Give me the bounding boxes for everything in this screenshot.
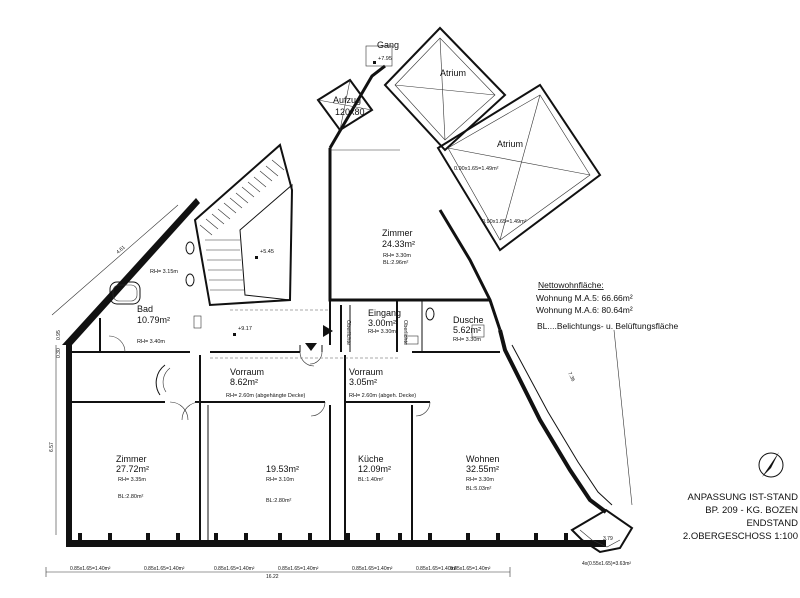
vorraum-2: Vorraum 3.05m² RH= 2.60m (abgeh. Decke) xyxy=(349,367,416,399)
room-1953-bl: BL:2.80m² xyxy=(266,498,292,504)
dim-corner: 3.79 xyxy=(603,536,613,542)
gang-label: Gang xyxy=(377,40,399,50)
title-line-3: ENDSTAND xyxy=(746,518,798,529)
eingang-name: Eingang xyxy=(368,308,401,318)
window-dim-5: 0.85x1.65=1.40m² xyxy=(352,566,393,572)
legend-line-2: Wohnung M.A.6: 80.64m² xyxy=(536,305,633,315)
zimmer-sw-rh: RH= 3.35m xyxy=(118,477,146,483)
zimmer-sw: Zimmer 27.72m² RH= 3.35m BL:2.80m² xyxy=(116,454,149,500)
title-line-2: BP. 209 - KG. BOZEN xyxy=(705,505,798,516)
room-1953: 19.53m² RH= 3.10m BL:2.80m² xyxy=(266,464,299,504)
kueche-area: 12.09m² xyxy=(358,464,391,474)
atrium-1-label: Atrium xyxy=(440,68,466,78)
dim-north: 4.61 xyxy=(115,244,126,255)
wohnen: Wohnen 32.55m² RH= 3.30m BL:5.03m² xyxy=(466,454,499,492)
eingang: Eingang 3.00m² RH= 3.30m Oberlichte Ober… xyxy=(345,308,408,345)
title-block: ANPASSUNG IST-STAND BP. 209 - KG. BOZEN … xyxy=(683,492,798,542)
window-dim-4: 0.85x1.65=1.40m² xyxy=(278,566,319,572)
atrium-window-2: 0.90x1.65=1.49m² xyxy=(482,219,527,225)
outer-walls xyxy=(62,64,634,554)
title-line-4: 2.OBERGESCHOSS 1:100 xyxy=(683,531,798,542)
zimmer-sw-bl: BL:2.80m² xyxy=(118,494,144,500)
dimension-lines: 4.61 0.95 0.30 6.57 7.36 16.22 3.79 4x(0… xyxy=(45,204,633,580)
window-dim-3: 0.85x1.65=1.40m² xyxy=(214,566,255,572)
north-arrow-icon xyxy=(758,452,784,478)
dusche-area: 5.62m² xyxy=(453,325,481,335)
window-dim-7: 0.85x1.65=1.40m² xyxy=(450,566,491,572)
legend-heading: Nettowohnfläche: xyxy=(538,280,604,290)
oberlichte-2: Oberlichte xyxy=(402,320,408,345)
bad-rh: RH= 3.40m xyxy=(137,339,165,345)
area-legend: Nettowohnfläche: Wohnung M.A.5: 66.66m² … xyxy=(536,280,679,331)
kueche-name: Küche xyxy=(358,454,384,464)
bad: Bad 10.79m² RH= 3.40m RH= 3.15m +9.17 xyxy=(109,241,252,345)
aufzug-size: 120x80 xyxy=(335,107,365,117)
interior-walls xyxy=(72,300,500,540)
dusche-rh: RH= 3.30m xyxy=(453,337,481,343)
title-line-1: ANPASSUNG IST-STAND xyxy=(688,492,799,503)
eingang-area: 3.00m² xyxy=(368,318,396,328)
window-dim-2: 0.85x1.65=1.40m² xyxy=(144,566,185,572)
aufzug: Aufzug 120x80 xyxy=(316,78,374,132)
dim-right: 7.36 xyxy=(566,371,576,383)
dim-bay: 4x(0.55x1.65)=3.63m² xyxy=(582,561,631,567)
zimmer-north-area: 24.33m² xyxy=(382,239,415,249)
vorraum-1-name: Vorraum xyxy=(230,367,264,377)
window-dim-1: 0.85x1.65=1.40m² xyxy=(70,566,111,572)
floor-level: +9.17 xyxy=(238,326,252,332)
dusche-name: Dusche xyxy=(453,315,484,325)
wohnen-rh: RH= 3.30m xyxy=(466,477,494,483)
vorraum-2-rh: RH= 2.60m (abgeh. Decke) xyxy=(349,393,416,399)
kueche: Küche 12.09m² BL:1.40m² xyxy=(358,454,391,483)
vorraum-2-area: 3.05m² xyxy=(349,377,377,387)
stair-level: +5.45 xyxy=(260,249,274,255)
room-1953-rh: RH= 3.10m xyxy=(266,477,294,483)
kueche-bl: BL:1.40m² xyxy=(358,477,384,483)
legend-line-1: Wohnung M.A.5: 66.66m² xyxy=(536,293,633,303)
staircase: +5.45 xyxy=(193,143,294,307)
wohnen-name: Wohnen xyxy=(466,454,499,464)
dim-left-2: 0.30 xyxy=(56,348,62,358)
dim-left-main: 6.57 xyxy=(49,442,55,452)
atrium-window-1: 0.90x1.65=1.49m² xyxy=(454,166,499,172)
dim-bottom: 16.22 xyxy=(266,574,279,580)
atrium-2-label: Atrium xyxy=(497,139,523,149)
bad-rh-upper: RH= 3.15m xyxy=(150,269,178,275)
zimmer-north-name: Zimmer xyxy=(382,228,413,238)
eingang-rh: RH= 3.30m xyxy=(368,329,396,335)
zimmer-sw-area: 27.72m² xyxy=(116,464,149,474)
gang-area: Gang +7.95 xyxy=(365,40,399,67)
dim-left-1: 0.95 xyxy=(56,330,62,340)
vorraum-1-area: 8.62m² xyxy=(230,377,258,387)
aufzug-label: Aufzug xyxy=(333,95,361,105)
zimmer-north-bl: BL:2.96m² xyxy=(383,260,409,266)
vorraum-1: Vorraum 8.62m² RH= 2.60m (abgehängte Dec… xyxy=(226,367,306,399)
bad-area: 10.79m² xyxy=(137,315,170,325)
room-1953-area: 19.53m² xyxy=(266,464,299,474)
window-dim-6: 0.85x1.65=1.40m² xyxy=(416,566,457,572)
atrium-1: Atrium xyxy=(383,26,507,152)
vorraum-2-name: Vorraum xyxy=(349,367,383,377)
wohnen-area: 32.55m² xyxy=(466,464,499,474)
zimmer-north-rh: RH= 3.30m xyxy=(383,253,411,259)
bad-name: Bad xyxy=(137,304,153,314)
dusche: Dusche 5.62m² RH= 3.30m xyxy=(405,307,485,345)
atrium-2: Atrium 0.90x1.65=1.49m² 0.90x1.65=1.49m² xyxy=(436,83,602,252)
gang-level: +7.95 xyxy=(378,56,392,62)
oberlichte-1: Oberlichte xyxy=(345,320,351,345)
vorraum-1-rh: RH= 2.60m (abgehängte Decke) xyxy=(226,393,306,399)
wohnen-bl: BL:5.03m² xyxy=(466,486,492,492)
legend-line-3: BL....Belichtungs- u. Belüftungsfläche xyxy=(537,321,679,331)
zimmer-sw-name: Zimmer xyxy=(116,454,147,464)
